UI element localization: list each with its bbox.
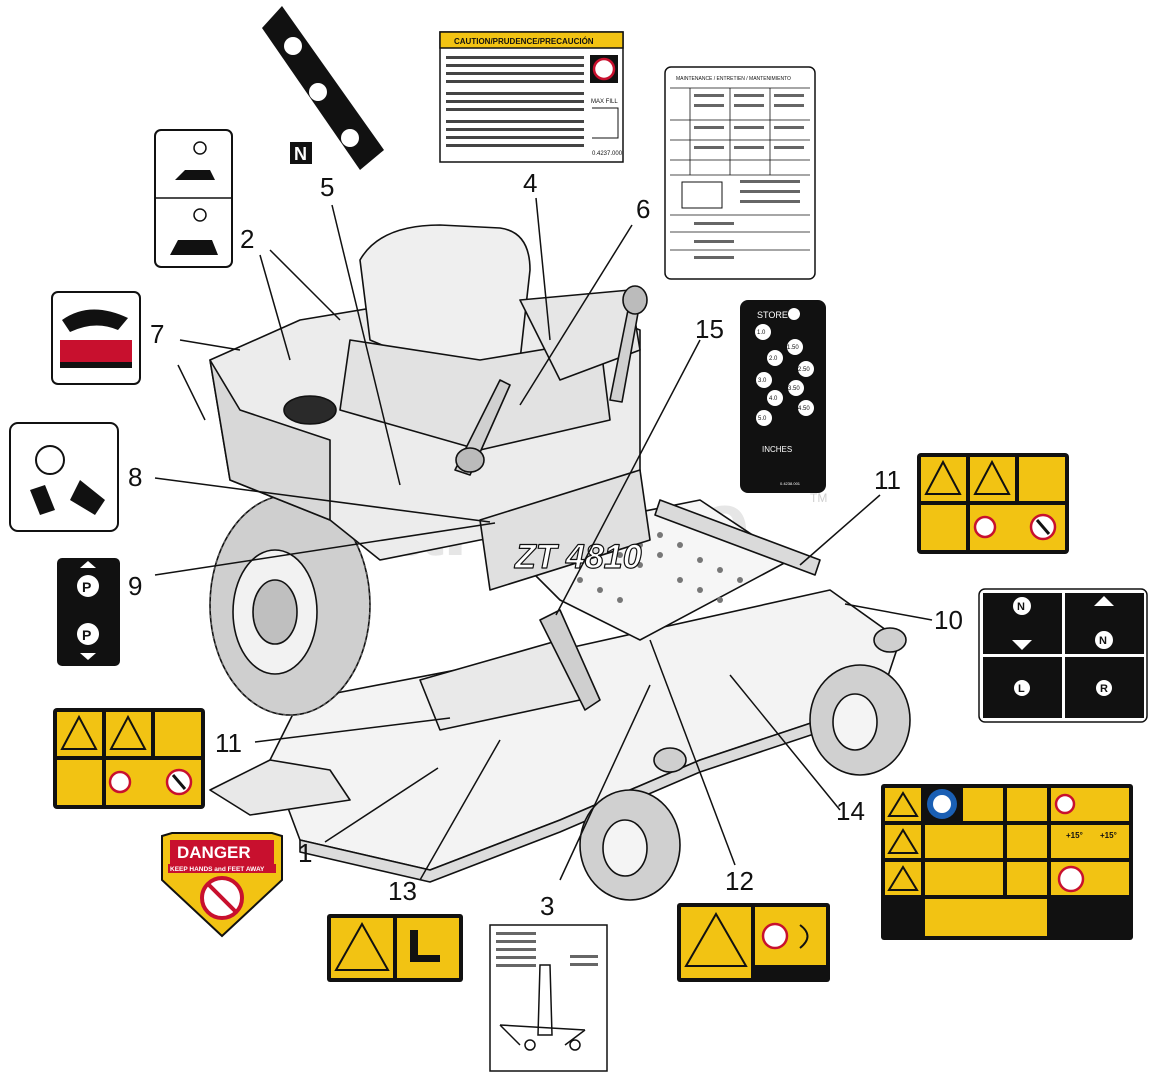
- slope-right-label: +15°: [1100, 831, 1117, 840]
- decal-caution-fuel: CAUTION/PRUDENCE/PRECAUCIÓN MAX FILL 0.4…: [439, 31, 624, 163]
- watermark-tm: TM: [810, 491, 827, 505]
- front-caster-left: [579, 789, 681, 901]
- decal-hitch: [154, 129, 233, 268]
- neutral-symbol: N: [294, 144, 307, 164]
- maintenance-header: MAINTENANCE / ENTRETIEN / MANTENIMIENTO: [676, 76, 791, 82]
- callout-10: 10: [934, 605, 963, 635]
- park-symbol-top: P: [82, 579, 91, 595]
- height-4-0: 4.0: [769, 396, 778, 402]
- decal-warning-left: [53, 708, 205, 809]
- decal-crush-hazard: [9, 422, 119, 532]
- danger-subtitle: KEEP HANDS and FEET AWAY: [170, 866, 265, 873]
- caution-part-number: 0.4237.000: [592, 151, 623, 157]
- callout-4: 4: [523, 168, 537, 198]
- right-turn-label: R: [1100, 683, 1108, 695]
- height-5-0: 5.0: [758, 416, 767, 422]
- callout-14: 14: [836, 796, 865, 826]
- callout-15: 15: [695, 314, 724, 344]
- mower-logo: ZT 4810: [514, 538, 642, 576]
- slope-left-label: +15°: [1066, 831, 1083, 840]
- decal-deck-adjust: [489, 924, 608, 1072]
- callout-numbers: 1 2 3 4 5 6 7 8 9 10 11 11 12 13 14 15: [128, 168, 963, 921]
- height-1-0: 1.0: [757, 330, 766, 336]
- height-part-number: 0.4238.001: [780, 481, 801, 486]
- height-1-50: 1.50: [787, 345, 799, 351]
- decal-steering: N N L R: [978, 588, 1148, 723]
- front-caster-right: [809, 664, 911, 776]
- left-turn-label: L: [1018, 683, 1025, 695]
- callout-3: 3: [540, 891, 554, 921]
- decal-cutting-height: STORE 1.0 1.50 2.0 2.50 3.0 3.50 4.0 4.5…: [740, 300, 826, 493]
- caution-header: CAUTION/PRUDENCE/PRECAUCIÓN: [454, 37, 594, 46]
- neutral-left-label: N: [1017, 601, 1025, 613]
- height-2-50: 2.50: [798, 367, 810, 373]
- callout-6: 6: [636, 194, 650, 224]
- callout-13: 13: [388, 876, 417, 906]
- callout-8: 8: [128, 462, 142, 492]
- callout-12: 12: [725, 866, 754, 896]
- decal-pinch-hazard: [327, 914, 463, 982]
- decal-hot-surface: [51, 291, 141, 385]
- callout-11-left: 11: [215, 728, 242, 758]
- height-2-0: 2.0: [769, 356, 778, 362]
- leader-lines: [154, 197, 933, 881]
- decal-maintenance: MAINTENANCE / ENTRETIEN / MANTENIMIENTO: [664, 66, 816, 280]
- danger-title: DANGER: [177, 843, 251, 862]
- discharge-chute: [209, 759, 351, 816]
- callout-9: 9: [128, 571, 142, 601]
- callout-5: 5: [320, 172, 334, 202]
- decal-lever-strip: N: [262, 6, 384, 170]
- neutral-right-label: N: [1099, 635, 1107, 647]
- height-3-50: 3.50: [788, 386, 800, 392]
- decal-parking-brake: P P: [57, 558, 120, 666]
- height-store-label: STORE: [757, 310, 788, 320]
- callout-2: 2: [240, 224, 254, 254]
- decal-operator-warnings: +15° +15°: [881, 784, 1133, 940]
- height-unit: INCHES: [762, 445, 792, 454]
- max-fill-label: MAX FILL: [591, 99, 618, 105]
- callout-7: 7: [150, 319, 164, 349]
- decal-belt-entanglement: [677, 903, 830, 982]
- park-symbol-bottom: P: [82, 627, 91, 643]
- callout-1: 1: [298, 838, 312, 868]
- height-4-50: 4.50: [798, 406, 810, 412]
- callout-11-right: 11: [874, 465, 901, 495]
- decal-danger: DANGER KEEP HANDS and FEET AWAY: [161, 832, 283, 938]
- decal-warning-right: [917, 453, 1069, 554]
- height-3-0: 3.0: [758, 378, 767, 384]
